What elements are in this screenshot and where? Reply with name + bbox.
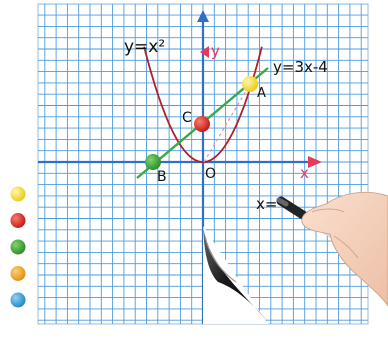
palette-dot-green xyxy=(10,239,26,255)
handwriting-text: x= xyxy=(256,195,277,213)
point-a-marker xyxy=(242,76,258,92)
point-b-marker xyxy=(145,154,161,170)
point-b-label: B xyxy=(157,169,167,185)
parabola-curve xyxy=(143,46,263,163)
y-axis-arrow-icon-top xyxy=(197,10,209,22)
curve-label: y=x² xyxy=(124,37,165,57)
palette-dot-yellow xyxy=(10,186,26,202)
palette-dot-orange xyxy=(10,266,26,281)
page-curl-icon xyxy=(203,226,268,324)
origin-label: O xyxy=(205,166,216,182)
x-axis-label: x xyxy=(300,164,309,182)
x-axis-arrow-icon xyxy=(308,156,322,168)
palette-dot-blue xyxy=(10,292,26,308)
y-axis-arrow-icon-mid xyxy=(200,46,209,58)
point-c-label: C xyxy=(182,110,192,126)
color-palette xyxy=(10,186,26,308)
line-label: y=3x-4 xyxy=(273,58,328,76)
point-a-label: A xyxy=(257,86,266,101)
y-axis-label: y xyxy=(211,42,220,60)
point-c-marker xyxy=(194,116,210,132)
hand-with-marker-icon xyxy=(276,191,388,307)
palette-dot-red xyxy=(10,213,26,228)
